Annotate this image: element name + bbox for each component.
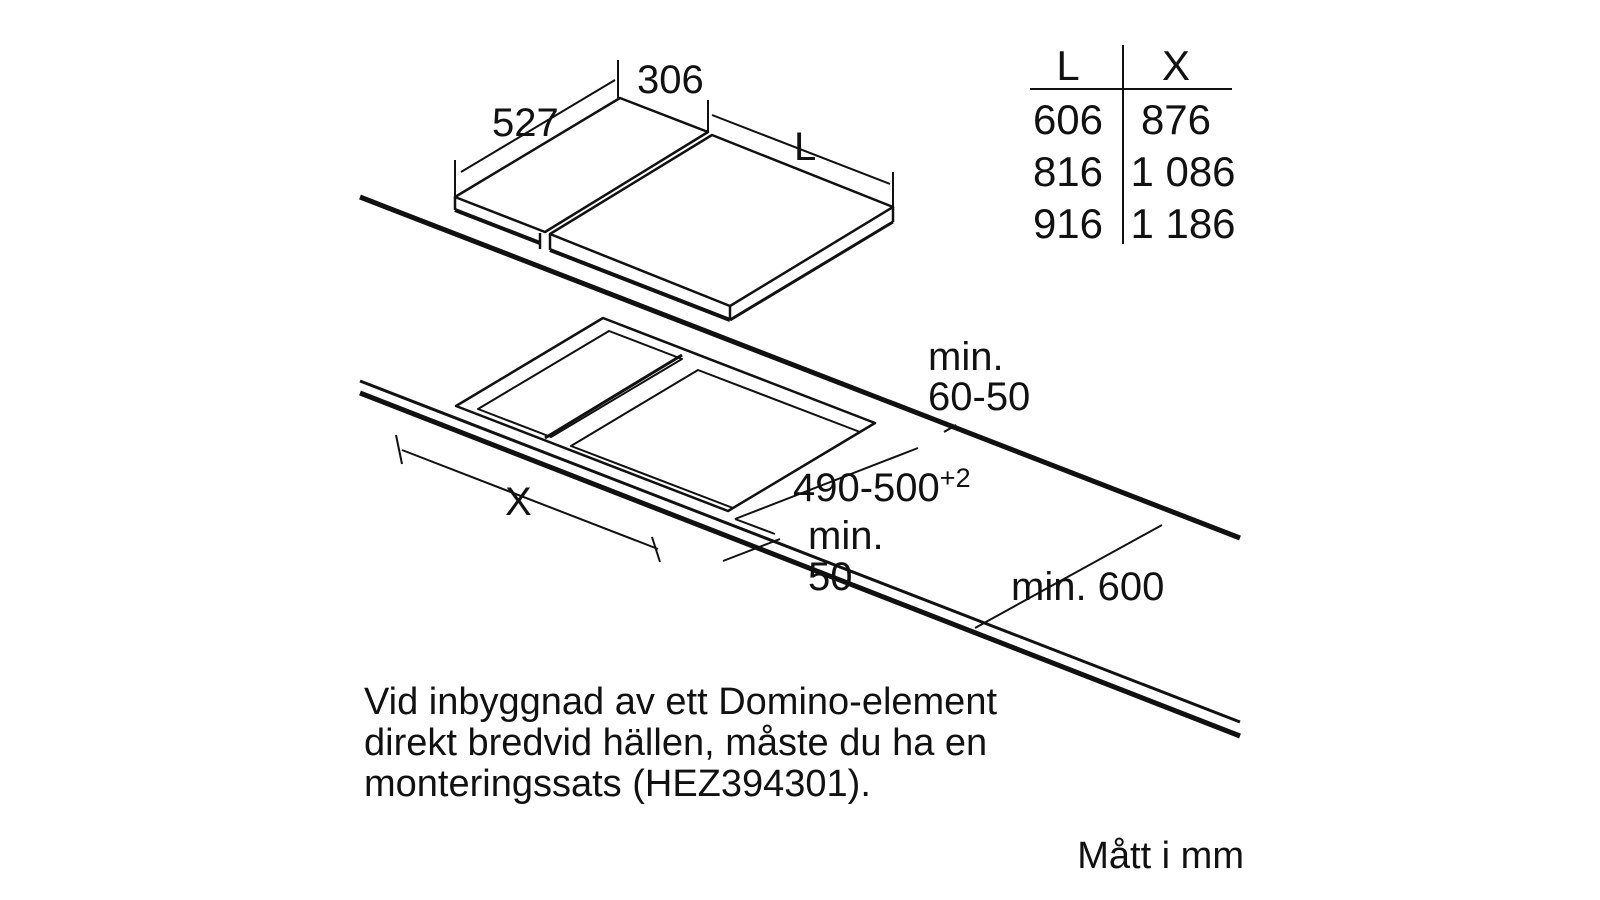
table-cell: 1 086 <box>1130 148 1235 195</box>
label-527: 527 <box>492 101 559 145</box>
label-L: L <box>794 125 816 169</box>
worktop-front-edge-bottom <box>359 390 1241 739</box>
table-cell: 816 <box>1033 148 1103 195</box>
table-cell: 916 <box>1033 200 1103 247</box>
dim-6050-line <box>943 424 957 433</box>
label-back-min-value: 60-50 <box>928 375 1030 419</box>
label-490-500: 490-500+2 <box>793 463 971 510</box>
table-cell: 876 <box>1141 96 1211 143</box>
label-490-500-main: 490-500 <box>793 466 940 510</box>
installation-note: Vid inbyggnad av ett Domino-element dire… <box>364 682 1264 805</box>
table-header-L: L <box>1056 42 1079 89</box>
label-min-600: min. 600 <box>1011 565 1164 609</box>
table-header-X: X <box>1162 42 1190 89</box>
note-line-3: monteringssats (HEZ394301). <box>364 763 871 805</box>
table-cell: 1 186 <box>1130 200 1235 247</box>
note-line-1: Vid inbyggnad av ett Domino-element <box>364 681 998 723</box>
hob-appliance <box>453 96 895 322</box>
label-front-min-value: 50 <box>808 555 853 599</box>
table-cell: 606 <box>1033 96 1103 143</box>
dimension-lines <box>395 60 1163 629</box>
cutout-outer <box>454 316 877 513</box>
label-306: 306 <box>637 58 704 102</box>
label-back-min: min. <box>928 335 1004 379</box>
cutout <box>454 316 877 513</box>
dim-490-line <box>734 447 919 520</box>
worktop-front-edge-top <box>359 379 1241 724</box>
note-line-2: direkt bredvid hällen, måste du ha en <box>364 722 988 764</box>
label-490-500-tolerance: +2 <box>940 463 971 493</box>
dim-L-line <box>711 114 891 185</box>
units-label: Mått i mm <box>1077 835 1244 877</box>
dim-min50-line <box>722 538 781 562</box>
dim-min600-line <box>974 524 1163 629</box>
dim-527-line <box>460 79 616 173</box>
cutout-inner-left <box>477 330 683 438</box>
label-front-min: min. <box>808 514 884 558</box>
dim-X-line <box>401 449 659 550</box>
worktop-back-edge <box>359 194 1241 541</box>
label-X: X <box>505 480 532 524</box>
cutout-inner-right <box>570 369 861 509</box>
size-table: L X 606 876 816 1 086 916 1 186 <box>1030 42 1236 247</box>
